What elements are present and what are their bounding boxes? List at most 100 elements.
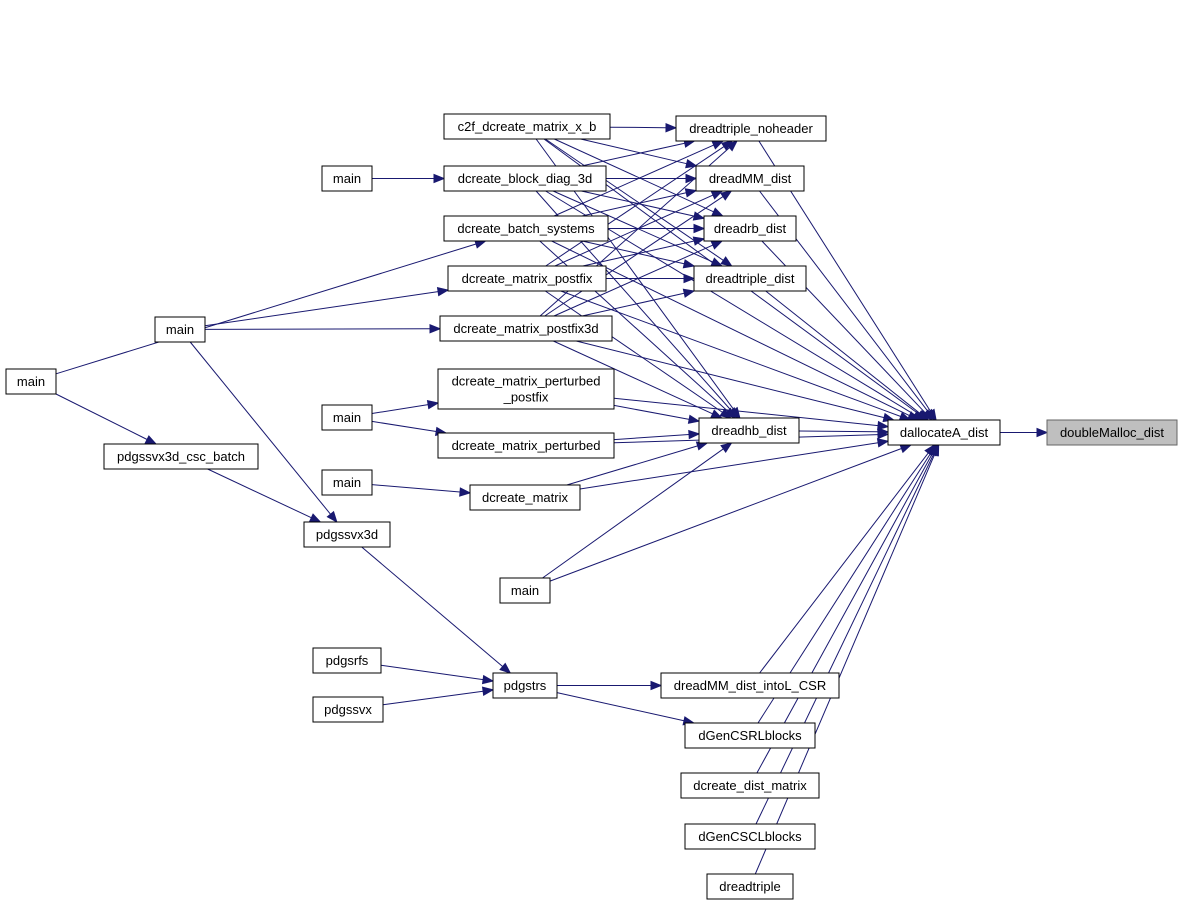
node-label: c2f_dcreate_matrix_x_b: [458, 119, 597, 134]
edge-line: [55, 393, 148, 440]
edge-line: [361, 546, 503, 667]
node-dcreate-dist-matrix[interactable]: dcreate_dist_matrix: [680, 772, 820, 799]
edge-line: [756, 453, 933, 774]
node-dcreate-matrix[interactable]: dcreate_matrix: [469, 484, 581, 511]
arrowhead-icon: [719, 408, 732, 419]
edge-line: [545, 138, 724, 261]
node-main-c[interactable]: main: [5, 368, 57, 395]
node-c2f-dcreate-matrix-x-b[interactable]: c2f_dcreate_matrix_x_b: [443, 113, 611, 140]
edge-line: [371, 484, 461, 493]
edge-line: [371, 404, 429, 414]
arrowhead-icon: [710, 240, 724, 250]
node-pdgssvx3d[interactable]: pdgssvx3d: [303, 521, 391, 548]
node-dallocatea-dist[interactable]: dallocateA_dist: [887, 419, 1001, 446]
node-label: doubleMalloc_dist: [1060, 425, 1164, 440]
node-box: [439, 315, 613, 342]
node-box: [437, 432, 615, 459]
node-box: [492, 672, 558, 699]
node-label: main: [333, 475, 361, 490]
edge-main_b-to-pdgssvx3d: [189, 341, 338, 524]
node-box: [706, 873, 794, 900]
arrowhead-icon: [710, 409, 723, 419]
node-label: dcreate_matrix_postfix3d: [453, 321, 598, 336]
edge-line: [553, 244, 714, 317]
edge-dcreate_matrix_postfix-to-dreadtriple_dist: [606, 273, 696, 284]
node-label: dreadtriple: [719, 879, 780, 894]
edge-line: [382, 690, 484, 706]
node-main-a[interactable]: main: [321, 165, 373, 192]
node-box: [154, 316, 206, 343]
arrowhead-icon: [1036, 427, 1049, 438]
node-label: dGenCSCLblocks: [698, 829, 802, 844]
arrowhead-icon: [326, 510, 338, 524]
node-dcreate-matrix-perturbed[interactable]: dcreate_matrix_perturbed: [437, 432, 615, 459]
node-dgencsrlblocks[interactable]: dGenCSRLblocks: [684, 722, 816, 749]
edge-pdgssvx3d_csc_batch-to-pdgssvx3d: [207, 468, 322, 523]
arrowhead-icon: [144, 435, 158, 445]
nodes-layer: doubleMalloc_dist dallocateA_dist dreadtri…: [5, 113, 1178, 900]
edge-line: [576, 340, 885, 419]
node-label: dcreate_block_diag_3d: [458, 171, 592, 186]
node-pdgssvx[interactable]: pdgssvx: [312, 696, 384, 723]
arrowhead-icon: [481, 686, 495, 696]
arrowhead-icon: [688, 429, 701, 440]
node-main-d[interactable]: main: [321, 404, 373, 431]
edge-line: [544, 196, 724, 317]
node-label: dcreate_matrix_perturbed: [452, 374, 601, 389]
node-dcreate-matrix-postfix3d[interactable]: dcreate_matrix_postfix3d: [439, 315, 613, 342]
arrowhead-icon: [899, 444, 913, 454]
edge-c2f_dcreate_matrix_x_b-to-dreadtriple_dist: [545, 138, 733, 267]
edge-line: [581, 142, 685, 167]
node-dreadmm-dist[interactable]: dreadMM_dist: [695, 165, 805, 192]
arrowhead-icon: [433, 173, 446, 184]
node-main-b[interactable]: main: [154, 316, 206, 343]
edge-c2f_dcreate_matrix_x_b-to-dreadMM_dist: [580, 138, 698, 169]
arrowhead-icon: [692, 211, 706, 221]
node-dreadtriple[interactable]: dreadtriple: [706, 873, 794, 900]
edge-line: [545, 146, 725, 267]
edge-pdgssvx3d-to-pdgstrs: [361, 546, 512, 674]
edge-line: [549, 448, 902, 582]
edge-dreadtriple_dist-to-dallocateA_dist: [765, 290, 930, 421]
node-dcreate-matrix-perturbed-postfix[interactable]: dcreate_matrix_perturbed_postfix: [437, 368, 615, 410]
edge-line: [581, 190, 695, 217]
arrowhead-icon: [687, 414, 701, 424]
node-main-f[interactable]: main: [321, 469, 373, 496]
edge-line: [55, 243, 477, 375]
node-label: pdgssvx3d_csc_batch: [117, 449, 245, 464]
node-dcreate-matrix-postfix[interactable]: dcreate_matrix_postfix: [447, 265, 607, 292]
edge-main_c-to-dcreate_batch_systems: [55, 239, 487, 375]
node-label: dallocateA_dist: [900, 425, 989, 440]
node-dreadmm-dist-intol-csr[interactable]: dreadMM_dist_intoL_CSR: [660, 672, 840, 699]
edge-main_c-to-pdgssvx3d_csc_batch: [55, 393, 158, 445]
node-pdgssvx3d-csc-batch[interactable]: pdgssvx3d_csc_batch: [103, 443, 259, 470]
node-label: dcreate_matrix: [482, 490, 568, 505]
node-dreadtriple-noheader[interactable]: dreadtriple_noheader: [675, 115, 827, 142]
edge-c2f_dcreate_matrix_x_b-to-dreadtriple_noheader: [609, 122, 678, 133]
node-box: [1046, 419, 1178, 446]
node-box: [321, 165, 373, 192]
arrowhead-icon: [650, 680, 663, 691]
edge-main_b-to-dcreate_matrix_postfix3d: [204, 324, 442, 334]
node-dgencsclblocks[interactable]: dGenCSCLblocks: [684, 823, 816, 850]
node-pdgsrfs[interactable]: pdgsrfs: [312, 647, 382, 674]
node-dcreate-batch-systems[interactable]: dcreate_batch_systems: [443, 215, 609, 242]
node-dcreate-block-diag-3d[interactable]: dcreate_block_diag_3d: [443, 165, 607, 192]
arrowhead-icon: [308, 513, 322, 523]
node-label: pdgssvx: [324, 702, 372, 717]
arrowhead-icon: [665, 122, 678, 133]
arrowhead-icon: [682, 259, 696, 269]
node-dreadhb-dist[interactable]: dreadhb_dist: [698, 417, 800, 444]
edge-line: [798, 430, 879, 433]
node-dreadtriple-dist[interactable]: dreadtriple_dist: [693, 265, 807, 292]
node-pdgstrs[interactable]: pdgstrs: [492, 672, 558, 699]
arrowhead-icon: [725, 140, 738, 152]
node-doublemalloc-dist[interactable]: doubleMalloc_dist: [1046, 419, 1178, 446]
node-label: main: [333, 410, 361, 425]
node-main-e[interactable]: main: [499, 577, 551, 604]
node-dreadrb-dist[interactable]: dreadrb_dist: [703, 215, 797, 242]
edge-line: [580, 138, 687, 165]
edge-line: [189, 341, 331, 515]
edge-main_b-to-dcreate_matrix_postfix: [204, 286, 450, 327]
